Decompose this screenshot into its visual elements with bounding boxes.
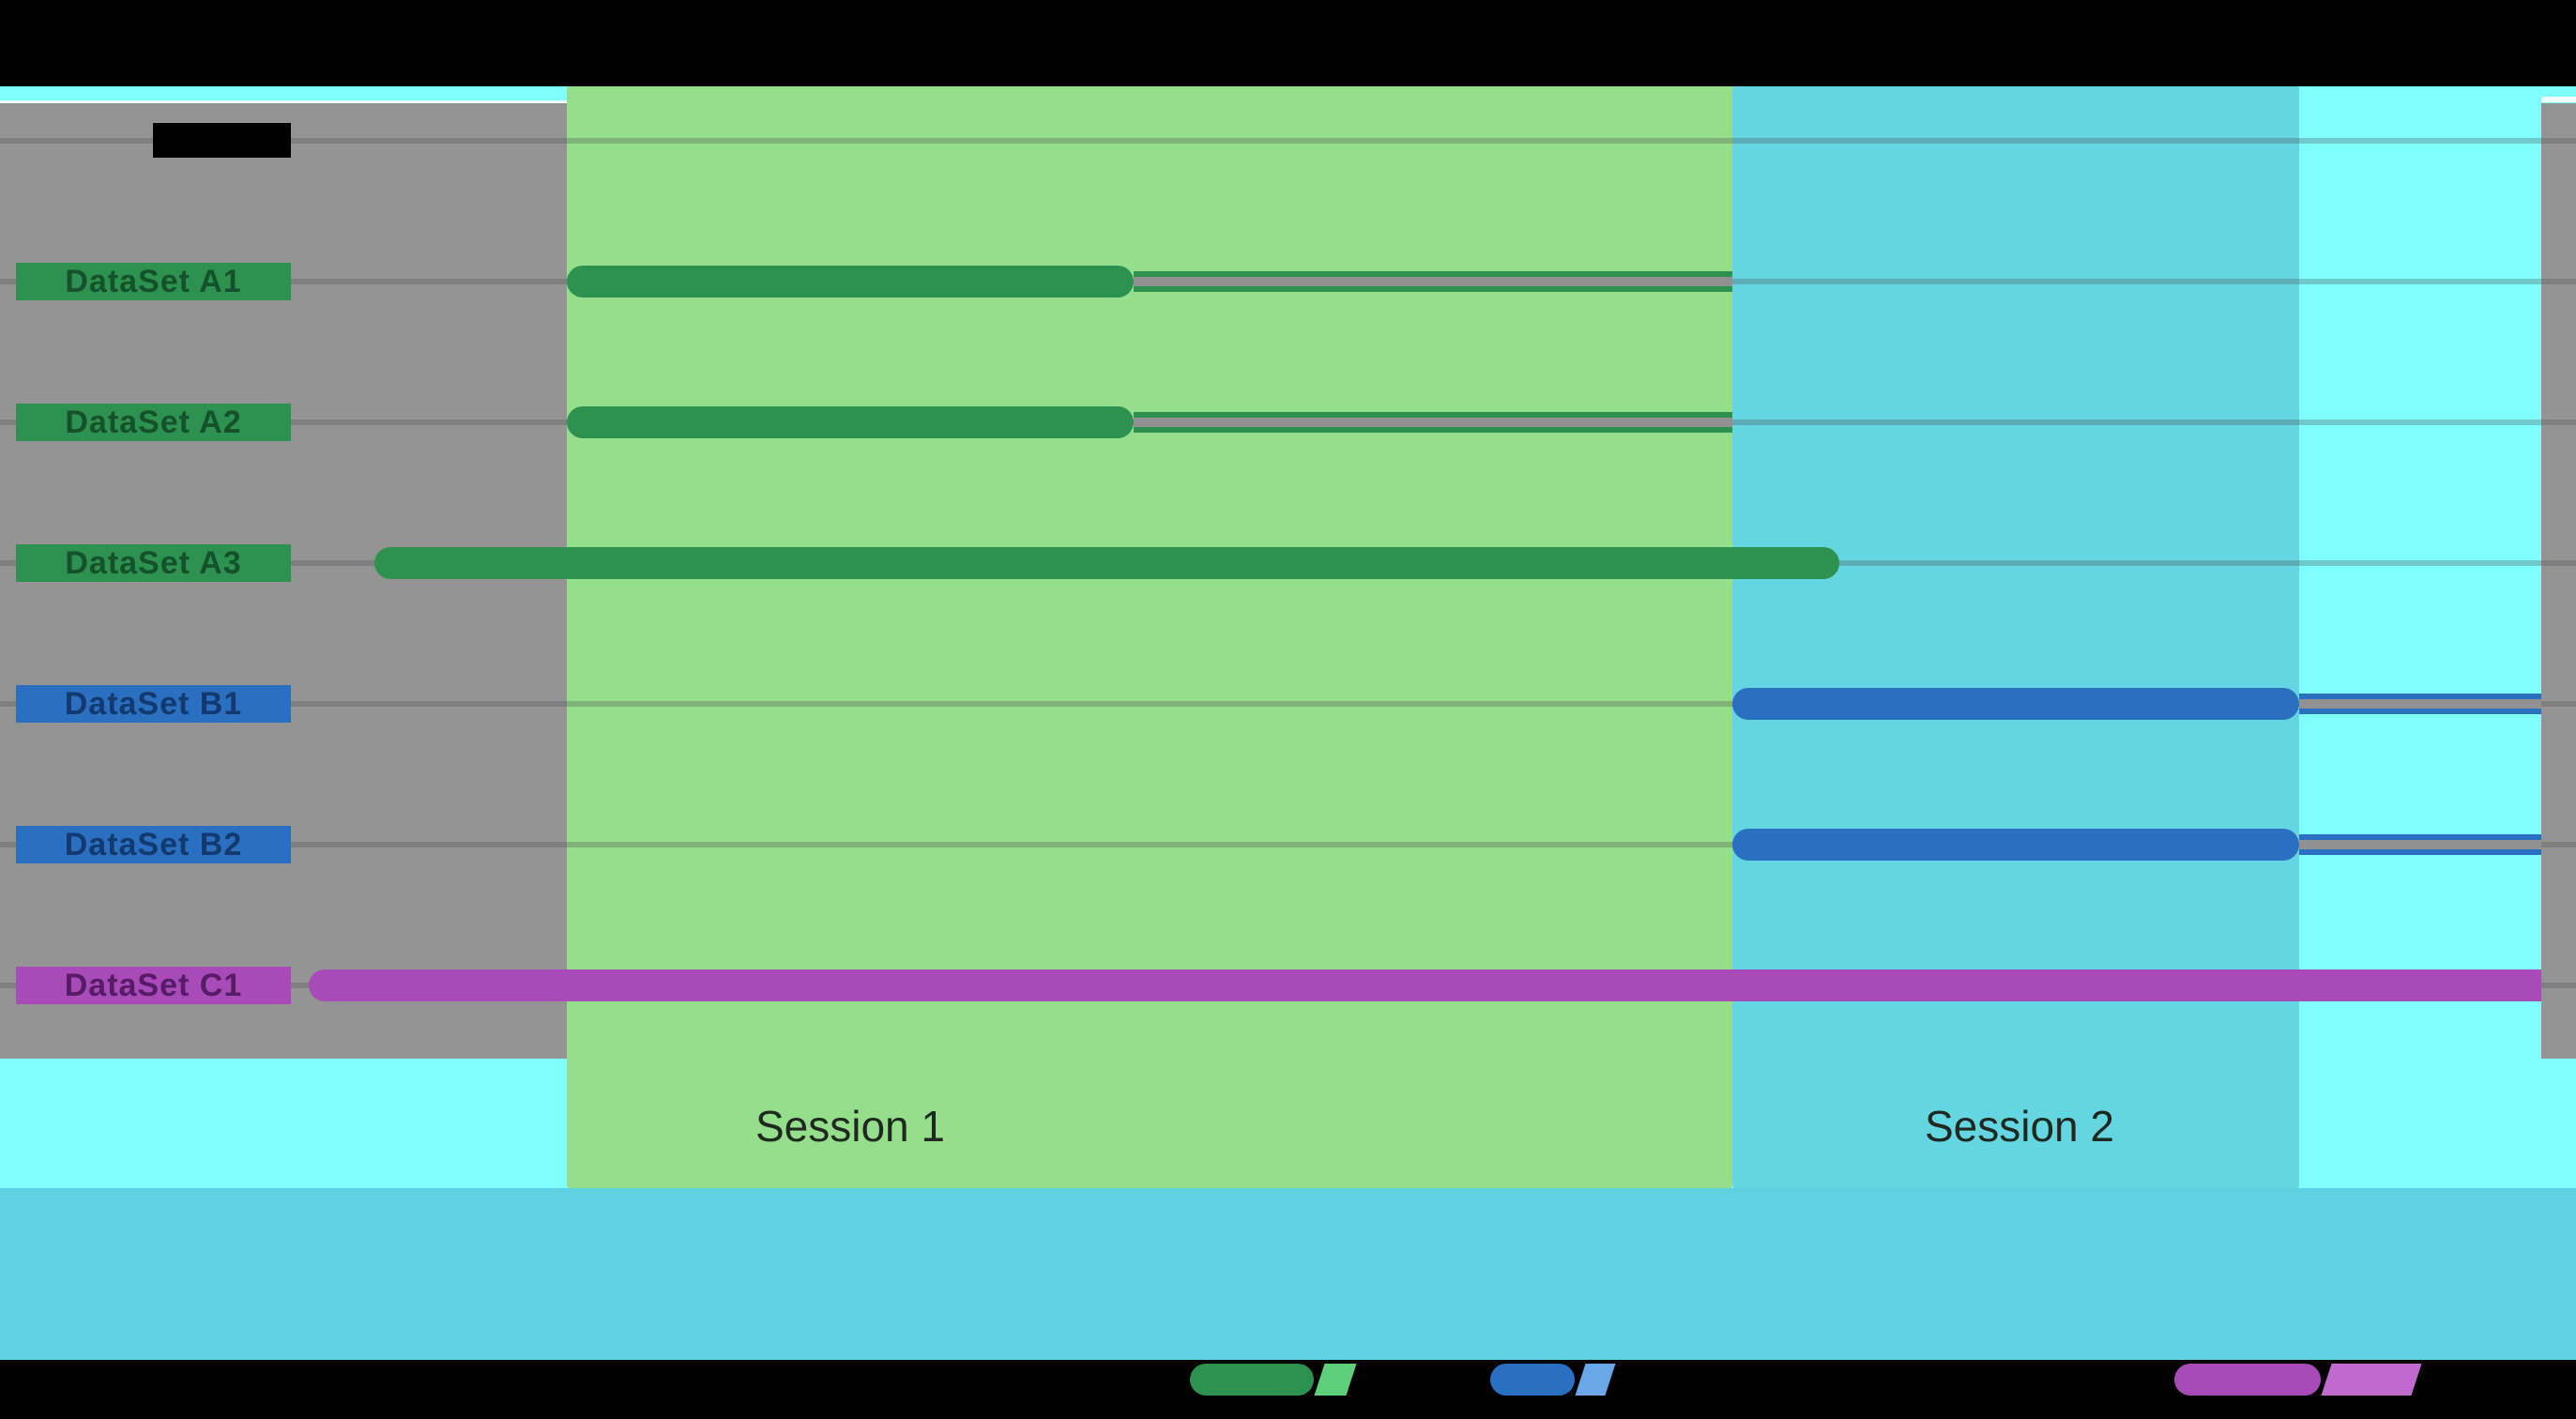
y-tick-total-redaction-box	[153, 123, 291, 158]
session-band-session-1	[567, 86, 1732, 1195]
legend-marker-pill	[1490, 1364, 1575, 1396]
gridline-over-extension	[2299, 840, 2541, 849]
gantt-bar-dataset-b1[interactable]	[1732, 688, 2299, 720]
gantt-bar-dataset-c1[interactable]	[309, 969, 2541, 1001]
gantt-bar-dataset-a1[interactable]	[567, 266, 1134, 298]
legend-marker-slash	[2321, 1364, 2422, 1396]
plot-top-hairline-left	[0, 100, 567, 103]
y-tick-badge-dataset-b2: DataSet B2	[16, 826, 291, 863]
legend-item-1[interactable]	[1490, 1364, 1616, 1396]
gridline-over-extension	[2299, 699, 2541, 709]
y-tick-badge-dataset-a1: DataSet A1	[16, 263, 291, 300]
plot-top-hairline-right	[2541, 97, 2576, 102]
y-tick-badge-dataset-b1: DataSet B1	[16, 685, 291, 723]
gantt-bar-dataset-b2[interactable]	[1732, 829, 2299, 861]
legend-marker-slash	[1575, 1364, 1616, 1396]
footer-band	[0, 1188, 2576, 1360]
legend-item-0[interactable]	[1190, 1364, 1357, 1396]
row-gridline	[0, 701, 2576, 707]
gridline-over-extension	[1134, 418, 1732, 427]
y-tick-total: Total	[0, 120, 291, 161]
legend-marker-slash	[1314, 1364, 1357, 1396]
legend-marker-pill	[2174, 1364, 2321, 1396]
gridline-over-extension	[1134, 277, 1732, 286]
y-tick-badge-dataset-a2: DataSet A2	[16, 404, 291, 441]
session-1-label: Session 1	[755, 1102, 946, 1151]
session-2-label: Session 2	[1924, 1102, 2115, 1151]
legend-item-2[interactable]	[2174, 1364, 2422, 1396]
row-gridline	[0, 138, 2576, 144]
session-band-session-2	[1732, 86, 2299, 1195]
gantt-bar-dataset-a3[interactable]	[374, 547, 1839, 579]
aqua-band	[2299, 86, 2541, 1195]
y-tick-badge-dataset-a3: DataSet A3	[16, 544, 291, 582]
legend-marker-pill	[1190, 1364, 1314, 1396]
gantt-bar-dataset-a2[interactable]	[567, 406, 1134, 438]
y-tick-badge-dataset-c1: DataSet C1	[16, 967, 291, 1004]
row-gridline	[0, 842, 2576, 847]
